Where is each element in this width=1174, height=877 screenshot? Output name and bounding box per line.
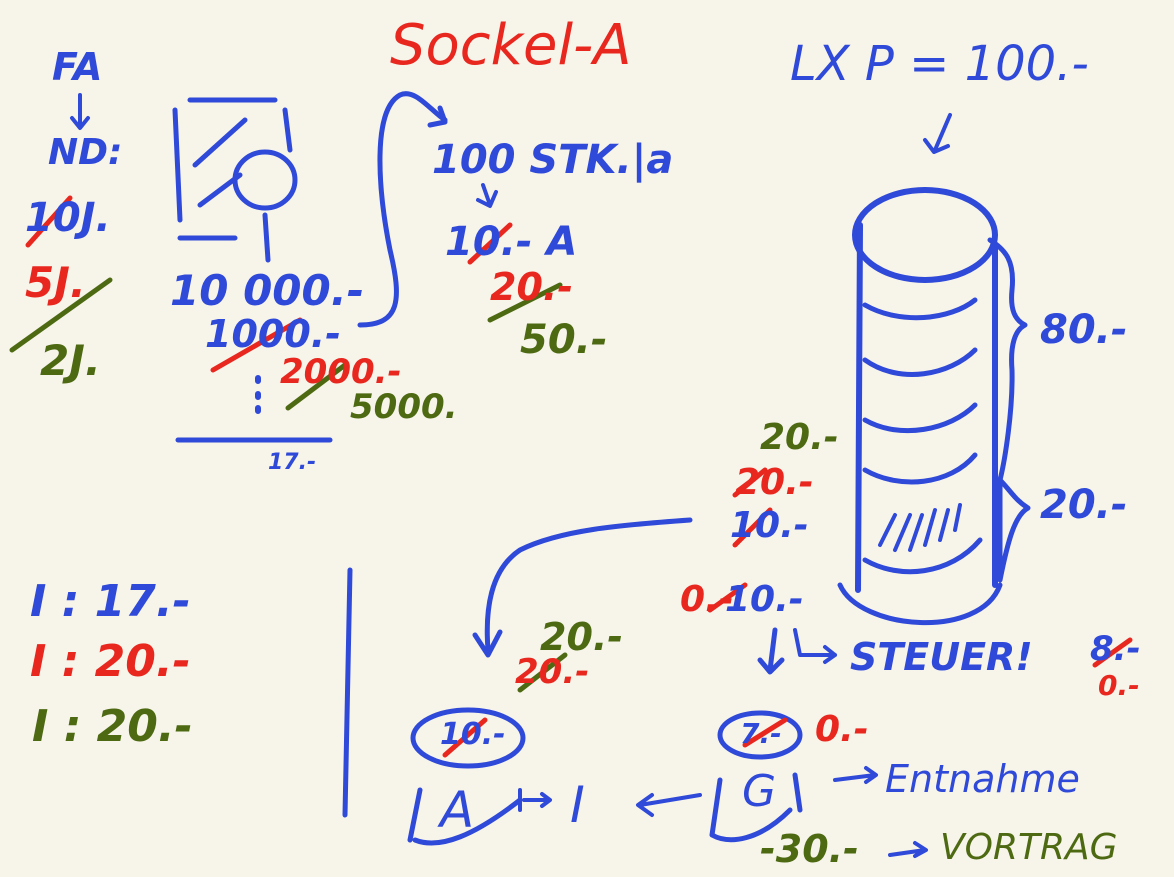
price-label: LX P = 100.-: [790, 36, 1089, 92]
interest-17: I : 17.-: [30, 576, 191, 627]
nd-label: ND:: [48, 132, 123, 173]
pieces-per-year: 100 STK.|a: [432, 137, 674, 183]
g-new-value: 0.-: [815, 709, 869, 750]
stack-20-green: 20.-: [760, 417, 839, 458]
entnahme-label: Entnahme: [885, 757, 1080, 801]
useful-life-10: 10J.: [25, 195, 111, 241]
vortrag-label: VORTRAG: [940, 827, 1118, 868]
price-a-10: 10.- A: [445, 219, 578, 265]
steuer-old: 8.-: [1090, 629, 1141, 669]
price-a-50: 50.-: [520, 317, 608, 363]
minus-30-value: -30.-: [760, 827, 859, 871]
cylinder-lower-value: 20.-: [1040, 482, 1128, 528]
value-5000: 5000.: [350, 387, 458, 427]
useful-life-5: 5J.: [25, 258, 86, 307]
fa-label: FA: [52, 45, 103, 89]
a-label: A: [440, 781, 475, 839]
steuer-new: 0.-: [1098, 669, 1140, 702]
stack-10: 10.-: [730, 505, 809, 546]
a-value-green: 20.-: [540, 615, 624, 659]
g-label: G: [742, 766, 777, 817]
interest-20-green: I : 20.-: [32, 701, 193, 752]
title: Sockel-A: [390, 13, 632, 78]
stack-20-red: 20.-: [735, 462, 814, 503]
g-bubble-value: 7.-: [740, 717, 782, 750]
a-value-red: 20.-: [515, 652, 590, 692]
i-label: I: [570, 776, 585, 834]
value-17: 17.-: [268, 450, 317, 475]
steuer-label: STEUER!: [850, 635, 1033, 679]
useful-life-2: 2J.: [40, 336, 101, 385]
value-10000: 10 000.-: [170, 266, 365, 315]
stack-10-bottom: 10.-: [725, 579, 804, 620]
a-bubble-value: 10.-: [440, 717, 506, 752]
stack-0: 0.-: [680, 579, 734, 620]
value-1000: 1000.-: [205, 312, 341, 356]
interest-20-red: I : 20.-: [30, 636, 191, 687]
price-a-20: 20.-: [490, 265, 574, 309]
value-2000: 2000.-: [280, 352, 402, 392]
cylinder-upper-value: 80.-: [1040, 307, 1128, 353]
